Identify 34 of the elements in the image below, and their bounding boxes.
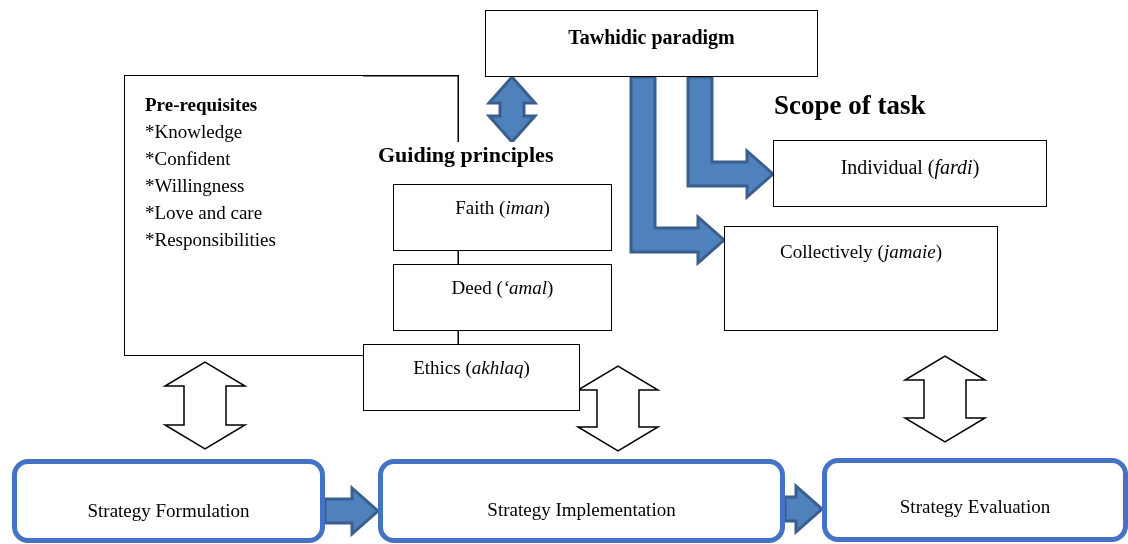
rounded-box: [822, 458, 1128, 542]
list-item: *Confident: [145, 146, 231, 171]
text-box: [724, 226, 998, 331]
block-arrow: [783, 482, 825, 536]
text-box: [393, 264, 612, 331]
box-label: Collectively (jamaie): [780, 240, 942, 264]
double-arrow: [162, 361, 248, 450]
block-arrow: [629, 75, 727, 267]
double-arrow: [902, 355, 988, 443]
list-heading: Pre-requisites: [145, 93, 258, 117]
box-label: Strategy Formulation: [87, 499, 250, 523]
text-box: [124, 75, 363, 356]
heading-text: Guiding principles: [378, 142, 554, 169]
block-arrow: [323, 484, 381, 538]
list-item: *Knowledge: [145, 119, 243, 144]
text-box: [773, 140, 1047, 207]
block-arrow: [686, 75, 776, 201]
rounded-box: [378, 459, 785, 543]
list-item: *Love and care: [145, 200, 263, 225]
box-label: Individual (fardi): [840, 155, 980, 181]
double-arrow: [575, 365, 661, 452]
box-label: Deed (‘amal): [451, 276, 554, 300]
box-label: Strategy Implementation: [487, 498, 676, 522]
box-label: Tawhidic paradigm: [568, 25, 735, 51]
text-box: [393, 184, 612, 251]
box-label: Ethics (akhlaq): [413, 356, 530, 380]
text-box: [363, 344, 580, 411]
text-box: [485, 10, 818, 77]
box-label: Faith (iman): [455, 196, 550, 220]
box-label: Strategy Evaluation: [899, 495, 1051, 519]
list-item: *Willingness: [145, 173, 245, 198]
rounded-box: [12, 459, 325, 543]
list-item: *Responsibilities: [145, 227, 276, 252]
block-arrow: [485, 74, 539, 145]
